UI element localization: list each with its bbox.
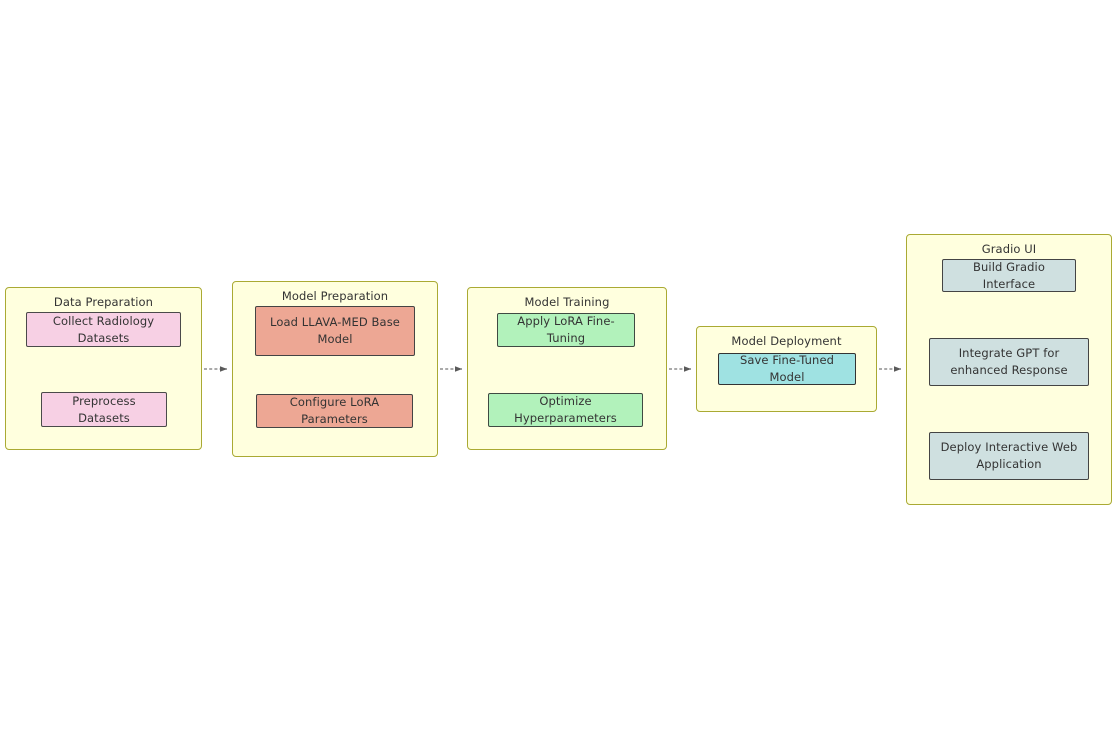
node-preprocess-datasets[interactable]: Preprocess Datasets [41,392,167,427]
node-collect-radiology-datasets[interactable]: Collect Radiology Datasets [26,312,181,347]
cluster-title-model-deployment: Model Deployment [731,334,842,348]
cluster-title-model-preparation: Model Preparation [281,289,389,303]
node-label: Preprocess Datasets [72,393,136,425]
node-configure-lora-parameters[interactable]: Configure LoRA Parameters [256,394,413,428]
node-load-llava-med-base-model[interactable]: Load LLAVA-MED Base Model [255,306,415,356]
node-label: Optimize Hyperparameters [514,394,617,425]
cluster-title-gradio-ui: Gradio UI [981,242,1037,256]
node-label: Deploy Interactive Web Application [940,440,1078,471]
node-label: Load LLAVA-MED Base Model [270,315,400,346]
cluster-title-model-training: Model Training [524,295,610,309]
node-optimize-hyperparameters[interactable]: Optimize Hyperparameters [488,393,643,427]
node-save-fine-tuned-model[interactable]: Save Fine-Tuned Model [718,353,856,385]
node-integrate-gpt-for-enhanced-response[interactable]: Integrate GPT for enhanced Response [929,338,1089,386]
node-deploy-interactive-web-application[interactable]: Deploy Interactive Web Application [929,432,1089,480]
node-label: Build Gradio Interface [973,259,1045,291]
node-label: Configure LoRA Parameters [289,395,380,426]
node-label: Save Fine-Tuned Model [739,353,835,384]
node-build-gradio-interface[interactable]: Build Gradio Interface [942,259,1076,292]
cluster-title-data-preparation: Data Preparation [53,295,154,309]
node-label: Apply LoRA Fine-Tuning [517,314,615,345]
node-label: Collect Radiology Datasets [52,313,155,345]
node-label: Integrate GPT for enhanced Response [950,346,1068,377]
node-apply-lora-fine-tuning[interactable]: Apply LoRA Fine-Tuning [497,313,635,347]
